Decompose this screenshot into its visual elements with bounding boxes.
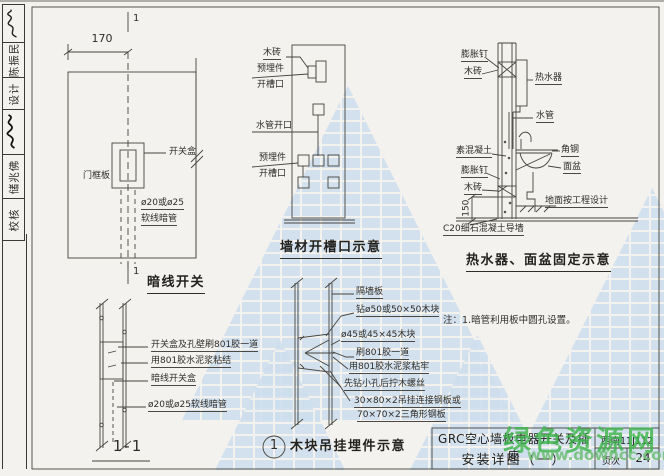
page-border: [31, 6, 660, 470]
handwriting-icon: [6, 114, 15, 149]
section-1-1-title: 1-1: [112, 437, 144, 455]
label-angle-steel: 角钢: [561, 145, 580, 158]
label-drill-block: 钻ø50或50×50木块: [356, 305, 440, 318]
label-wood-brick: 木砖: [263, 48, 282, 61]
label-expansion-nail-bottom: 膨胀钉: [461, 166, 489, 179]
label-water-pipe: 水管: [536, 111, 555, 124]
hanging-block-title: 木块吊挂埋件示意: [290, 439, 407, 454]
label-pilot-hole: 先钻小孔后拧木螺丝: [344, 379, 426, 392]
checker-role-cell: 校核: [2, 198, 25, 241]
titleblock-title-line1: GRC空心墙板电器开关及插座: [438, 432, 590, 463]
label-steel-plate-1: 30×80×2吊挂连接钢板或: [354, 396, 461, 409]
label-curb: C20细石混凝土导墙: [443, 224, 524, 237]
site-watermark-name: 绿色资源网: [503, 424, 659, 457]
label-block-45: ø45或45×45木块: [341, 330, 416, 343]
label-pipe-opening: 水管开口: [256, 121, 293, 131]
scan-edge: [0, 0, 664, 2]
checker-name-cell: 储兆佛: [2, 154, 25, 198]
label-expansion-nail-top: 膨胀钉: [461, 50, 489, 63]
handwriting-icon: [6, 8, 17, 38]
page-number: 24: [635, 451, 651, 465]
note-text: 注：1.暗管利用板中圆孔设置。: [443, 315, 576, 326]
page-label: 页次: [601, 457, 620, 467]
signature-strip: 陈振民 设计 储兆佛 校核: [2, 4, 25, 241]
label-switch-box: 开关盒: [169, 147, 197, 157]
signature-strip-tail: [2, 234, 27, 469]
label-basin: 面盆: [563, 162, 582, 175]
label-steel-plate-2: 70×70×2三角形钢板: [357, 410, 446, 423]
label-wood-brick-top: 木砖: [464, 67, 483, 80]
label-embed-top-2: 开槽口: [257, 80, 285, 90]
designer-name-cell: 陈振民: [2, 42, 25, 77]
label-partition-panel: 隔墙板: [356, 287, 384, 300]
heater-basin-title: 热水器、面盆固定示意: [466, 253, 612, 272]
titleblock-title-line2: 安装详图（一）: [461, 453, 567, 468]
label-water-heater: 热水器: [535, 73, 563, 86]
atlas-number: 西南11J112: [600, 436, 654, 447]
slot-layout-linework: [251, 44, 355, 224]
signature-handwritten-checker: [2, 109, 25, 154]
label-conduit-type: 软线暗管: [141, 214, 178, 227]
dimension-150: 150: [461, 199, 472, 217]
label-floor-note: 地面按工程设计: [545, 196, 609, 209]
heater-basin-linework: [456, 42, 638, 226]
label-embed-mid-1: 预埋件: [259, 153, 287, 163]
section-mark-bottom: 1: [133, 266, 140, 277]
switch-plan-linework: [63, 12, 204, 284]
section-1-1-linework: [92, 298, 150, 462]
section-mark-top: 1: [133, 13, 140, 24]
detail-number: 1: [269, 438, 279, 453]
label-embed-top-1: 预埋件: [257, 64, 285, 74]
switch-plan-title: 暗线开关: [147, 275, 206, 294]
label-door-frame-panel: 门框板: [83, 171, 111, 181]
designer-name: 陈振民: [8, 42, 20, 78]
checker-role: 校核: [8, 208, 20, 231]
slot-layout-title: 墙材开槽口示意: [280, 240, 382, 259]
hanging-block-linework: [262, 277, 355, 459]
label-embed-mid-2: 开槽口: [259, 169, 287, 179]
checker-name: 储兆佛: [8, 159, 20, 194]
title-block-linework: [431, 427, 660, 470]
site-watermark-url: www.downcc.com: [527, 446, 664, 464]
label-plain-concrete: 素混凝土: [456, 146, 493, 159]
label-conduit-section: ø20或ø25软线暗管: [148, 400, 227, 413]
label-mortar: 用801胶水泥浆粘结: [151, 356, 232, 369]
label-concealed-switch-box: 暗线开关盒: [151, 374, 197, 387]
label-mortar-bond: 用801胶水泥浆粘牢: [349, 362, 430, 375]
signature-handwritten-designer: [2, 4, 25, 42]
designer-role: 设计: [8, 82, 20, 105]
designer-role-cell: 设计: [2, 77, 25, 109]
label-conduit-size: ø20或ø25: [141, 198, 184, 211]
label-wood-brick-bottom: 木砖: [464, 183, 483, 196]
label-box-glue: 开关盒及孔壁刷801胶一道: [151, 340, 259, 353]
dimension-170: 170: [91, 32, 113, 45]
label-glue-coat: 刷801胶一道: [356, 348, 410, 361]
